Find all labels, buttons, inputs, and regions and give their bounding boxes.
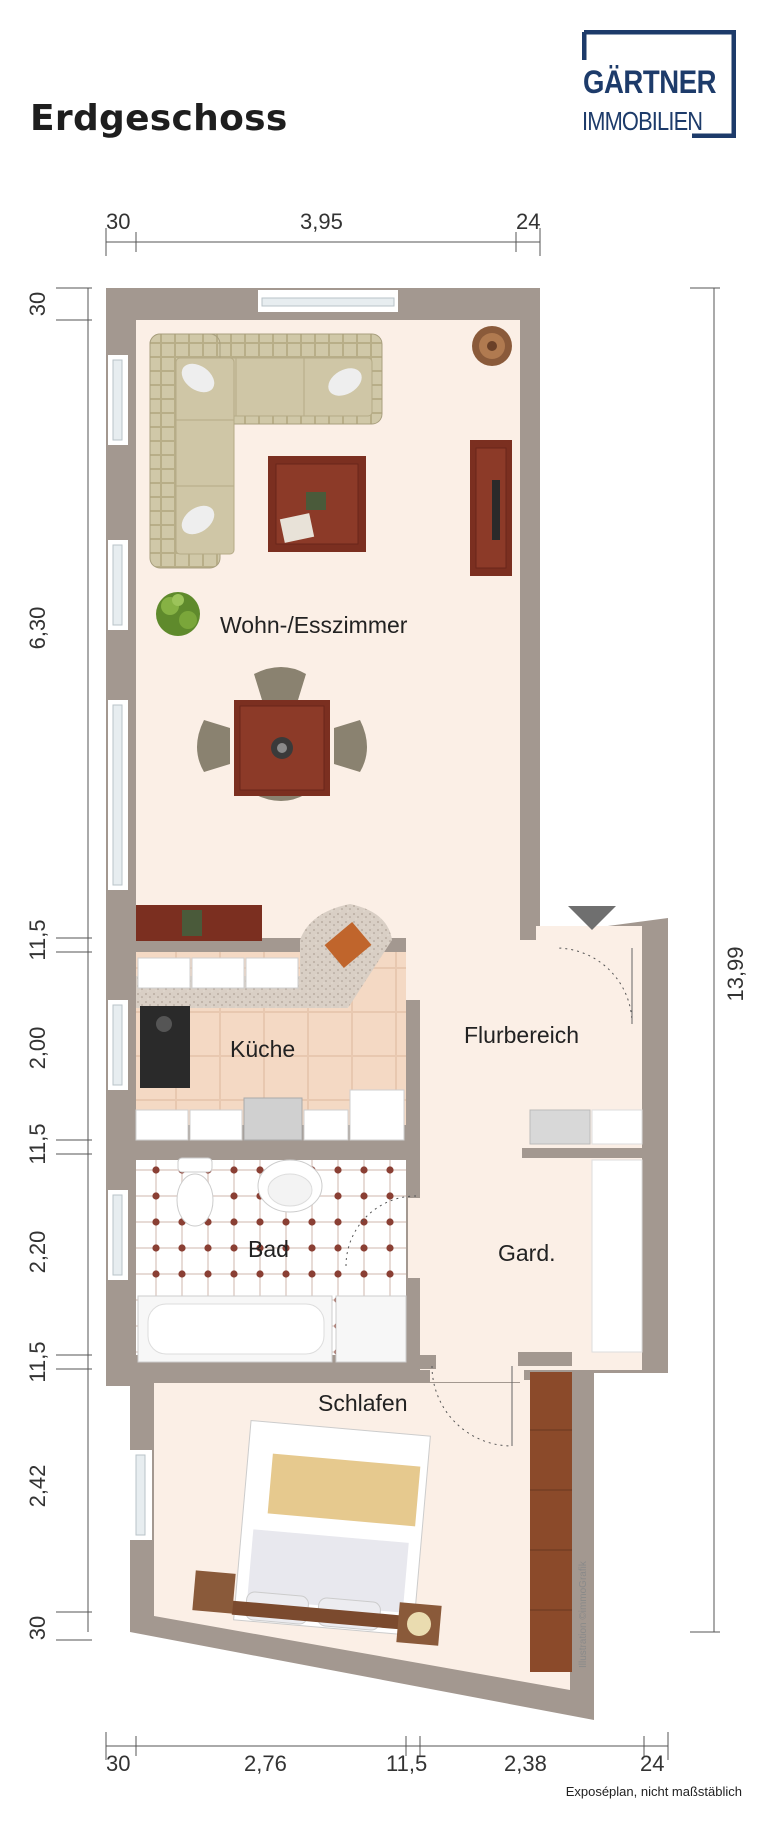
logo-frame [582, 30, 736, 138]
sofa [149, 333, 383, 569]
dining-table [197, 667, 367, 801]
bed [231, 1419, 431, 1637]
dim-top-3: 24 [516, 209, 541, 234]
dim-left-9: 30 [25, 1615, 50, 1641]
coffee-table [268, 456, 366, 552]
dim-left-7: 11,5 [25, 1341, 50, 1383]
dim-bottom-3: 11,5 [386, 1751, 428, 1776]
plant [156, 592, 200, 636]
wall-cabinets [137, 957, 299, 989]
bathtub [137, 1295, 407, 1363]
toilet [176, 1157, 214, 1227]
dim-left-6: 2,20 [25, 1230, 50, 1274]
page-title: Erdgeschoss [30, 98, 288, 139]
bedroom-wardrobe [530, 1372, 572, 1672]
dim-bottom-2: 2,76 [244, 1751, 287, 1776]
entry-arrow [568, 906, 616, 930]
room-label-bath: Bad [248, 1236, 289, 1262]
dim-bottom-4: 2,38 [504, 1751, 547, 1776]
dim-left-3: 11,5 [25, 919, 50, 961]
footer-note: Exposéplan, nicht maßstäblich [565, 1784, 742, 1799]
room-label-living: Wohn-/Esszimmer [220, 612, 408, 638]
sideboard [136, 905, 262, 941]
dim-top-1: 30 [106, 209, 131, 234]
dim-left-5: 11,5 [25, 1123, 50, 1165]
dim-left-1: 30 [25, 291, 50, 317]
dim-bottom-1: 30 [106, 1751, 131, 1776]
dim-left-4: 2,00 [25, 1026, 50, 1070]
washbasin [257, 1159, 323, 1213]
nightstand-right [396, 1602, 442, 1646]
illustration-credit: Illustration ©immoGrafik [578, 1561, 589, 1668]
room-label-kitchen: Küche [230, 1036, 296, 1062]
dim-left-8: 2,42 [25, 1464, 50, 1508]
dimension-lines [56, 228, 720, 1760]
dim-left-2: 6,30 [25, 606, 50, 650]
dim-bottom-5: 24 [640, 1751, 665, 1776]
room-label-wardrobe: Gard. [498, 1240, 556, 1266]
nightstand-left [192, 1570, 236, 1614]
wardrobe [591, 1159, 643, 1353]
side-table-round [472, 326, 512, 366]
tv-cabinet [470, 440, 512, 576]
dim-right-total: 13,99 [723, 946, 748, 1002]
logo-subtitle: IMMOBILIEN [582, 106, 703, 136]
kitchen-base-units [135, 1089, 405, 1141]
dim-top-2: 3,95 [300, 209, 343, 234]
room-label-bedroom: Schlafen [318, 1390, 408, 1416]
room-label-hall: Flurbereich [464, 1022, 580, 1048]
